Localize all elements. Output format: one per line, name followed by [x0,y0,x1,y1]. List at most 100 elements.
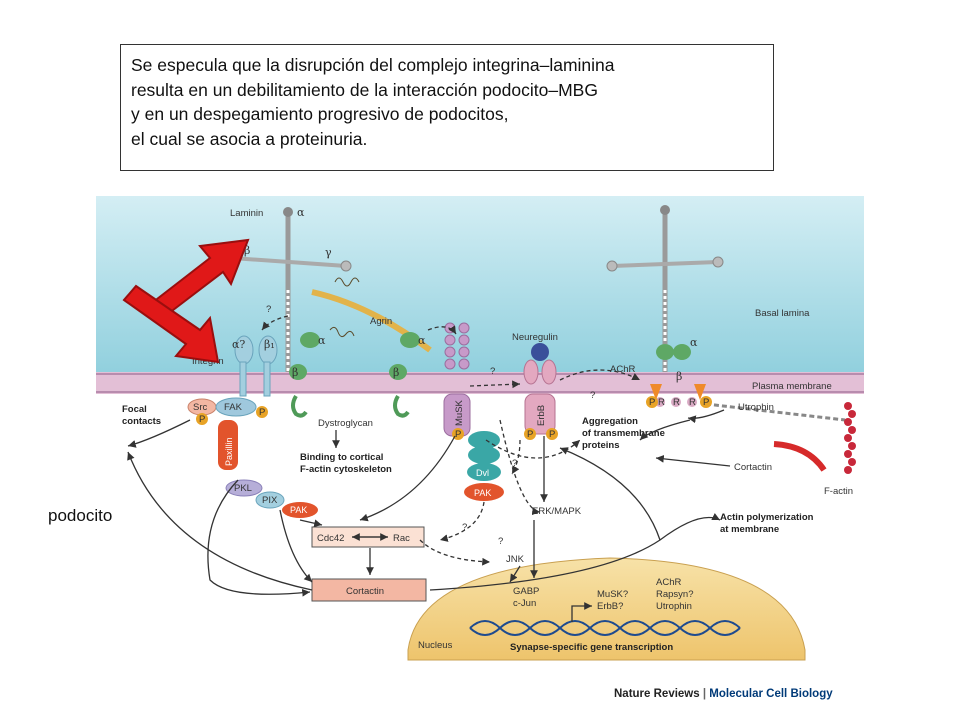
question-mark: ? [490,366,495,377]
phospho-src: P [199,414,205,425]
podocito-label: podocito [48,506,113,525]
question-mark: ? [590,390,595,401]
cdc42-label: Cdc42 [317,533,344,544]
erbb-gene-label: ErbB? [597,601,623,612]
actin-poly-label-2: at membrane [720,524,779,535]
dvl-label: Dvl [476,468,489,478]
aggregation-label-1: Aggregation [582,416,638,427]
nucleus-label: Nucleus [418,640,453,651]
credit-separator: | [702,688,707,700]
red-arrow-down [122,284,220,364]
rapsyn-gene-label: Rapsyn? [656,589,694,600]
paxillin-node [218,420,238,470]
achr-label: AChR [610,364,635,375]
basal-lamina-region [96,196,864,378]
cjun-label: c-Jun [513,598,536,609]
utrophin-link [705,402,846,422]
integrin-alpha-label: α? [232,338,245,351]
laminin-alpha-label: α [297,206,305,219]
r1-label: R [658,397,665,408]
transcription-label: Synapse-specific gene transcription [510,642,673,653]
f-actin-filament [773,402,856,474]
phospho-erbb2: P [549,429,555,440]
red-arrow-up [146,238,250,322]
phospho-erbb1: P [527,429,533,440]
pak-left-node [282,502,318,518]
integrin-receptor [234,335,278,397]
pak-right-label: PAK [474,488,491,498]
question-mark: ? [512,458,517,469]
neuregulin-label: Neuregulin [512,332,558,343]
phospho-achr1: P [649,397,655,408]
achr-gene-label: AChR [656,577,681,588]
question-mark: ? [462,522,467,533]
paxillin-label: Paxillin [224,437,234,466]
question-mark: ? [498,536,503,547]
binding-label-2: F-actin cytoskeleton [300,464,392,475]
aggregation-label-3: proteins [582,440,619,451]
laminin-gamma-label: γ [325,246,332,259]
neuregulin-node [531,343,549,361]
dg2-beta-label: β [393,366,399,379]
pix-node [255,491,285,509]
focal-label-2: contacts [122,416,161,427]
dg-beta-label: β [292,366,298,379]
phospho-achr2: P [703,397,709,408]
plasma-membrane [96,372,864,394]
phospho-musk: P [455,429,461,440]
dystroglycan-label: Dystroglycan [318,418,373,429]
question-mark: ? [266,304,271,315]
annotation-line: y en un despegamiento progresivo de podo… [131,104,509,124]
dna-helix [469,620,741,636]
phospho-fak: P [259,407,265,418]
f-actin-label: F-actin [824,486,853,497]
gabp-label: GABP [513,586,539,597]
credit-journal: Nature Reviews [614,688,700,700]
r2-label: R [673,397,680,408]
pak-left-label: PAK [290,505,307,515]
pkl-label: PKL [234,483,252,494]
dvl-node [467,463,501,481]
pak-right-node [464,483,504,501]
dg-alpha-label: α [318,334,326,347]
laminin-label: Laminin [230,208,263,219]
jnk-label: JNK [506,554,525,565]
cortactin-right-label: Cortactin [734,462,772,473]
laminin-beta-label: β [244,244,250,257]
dystroglycan-complex [289,332,420,418]
musk-gene-label: MuSK? [597,589,628,600]
musk-receptor [443,322,471,437]
erbb-receptor [523,359,557,435]
integrin-beta1-label: β₁ [264,338,275,351]
focal-label-1: Focal [122,404,147,415]
plasma-membrane-label: Plasma membrane [752,381,832,392]
r3-label: R [689,397,696,408]
achr-alpha-label: α [690,336,698,349]
annotation-line: Se especula que la disrupción del comple… [131,55,615,75]
basal-lamina-label: Basal lamina [755,308,810,319]
erk-mapk-label: ERK/MAPK [532,506,582,517]
credit-section: Molecular Cell Biology [709,688,833,700]
src-label: Src [193,402,208,413]
musk-label: MuSK [454,399,465,426]
utrophin-gene-label: Utrophin [656,601,692,612]
pix-label: PIX [262,495,278,506]
actin-poly-label-1: Actin polymerization [720,512,814,523]
aggregation-label-2: of transmembrane [582,428,665,439]
binding-label-1: Binding to cortical [300,452,383,463]
achr-cluster [650,344,706,407]
dg2-alpha-label: α [418,334,426,347]
achr-beta-label: β [676,370,682,383]
cortactin-label: Cortactin [346,586,384,597]
erbb-label: ErbB [536,405,547,426]
utrophin-label: Utrophin [738,402,774,413]
fak-label: FAK [224,402,243,413]
fak-node [215,397,257,417]
annotation-box: Se especula que la disrupción del comple… [120,44,774,171]
annotation-line: resulta en un debilitamiento de la inter… [131,79,598,100]
annotation-line: el cual se asocia a proteinuria. [131,128,368,149]
source-credit: Nature Reviews | Molecular Cell Biology [614,688,833,700]
rac-label: Rac [393,533,410,544]
agrin-label: Agrin [370,316,392,327]
